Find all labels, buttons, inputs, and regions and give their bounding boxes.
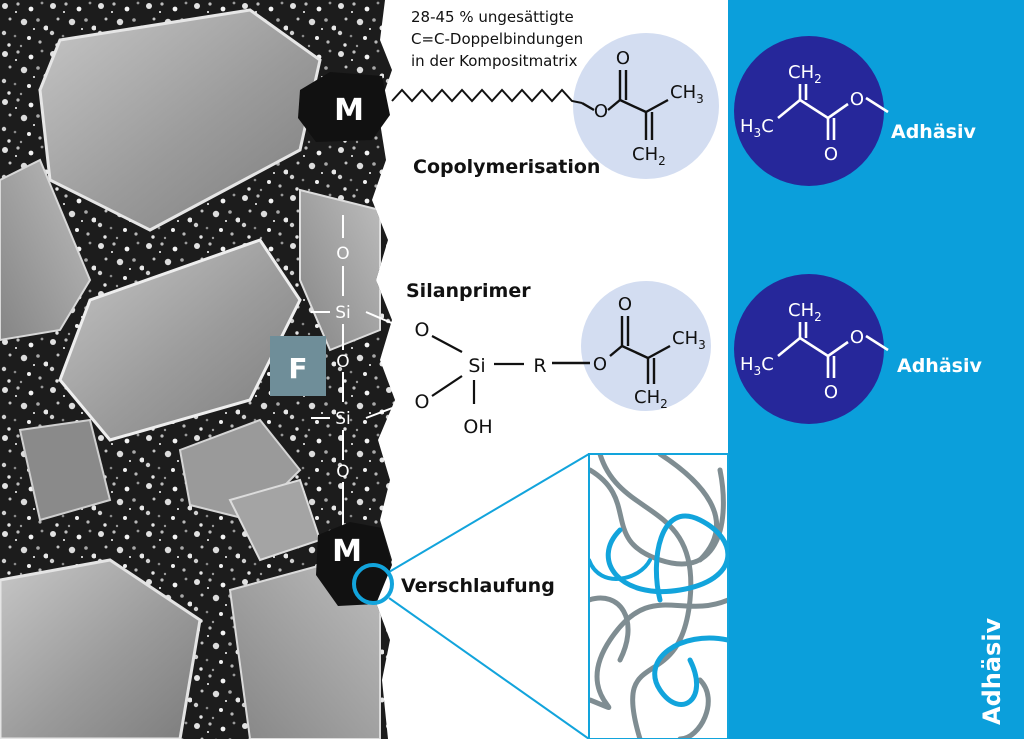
unsaturated-bonds-line-1: 28-45 % ungesättigte [411, 8, 574, 26]
matrix-marker-bottom-label: M [332, 534, 362, 569]
ester-oxygen-middle: O [593, 354, 607, 375]
entanglement-inset [588, 453, 729, 739]
methacrylate-middle [552, 316, 671, 384]
methylene-middle: CH2 [634, 387, 668, 411]
adhesive-methylene-top: CH2 [788, 62, 822, 86]
filler-marker-label: F [288, 352, 307, 385]
backbone-silicon-2: Si [335, 409, 351, 429]
primer-oxygen-upper: O [415, 319, 430, 341]
carbonyl-oxygen-top: O [616, 48, 630, 69]
adhesive-methyl-middle: H3C [740, 354, 774, 378]
hydrocarbon-chain [391, 88, 583, 104]
adhesive-carbonyl-oxygen-top: O [824, 144, 838, 165]
silanprimer-label: Silanprimer [406, 280, 531, 302]
filler-marker [270, 336, 326, 396]
backbone-oxygen-2: O [336, 352, 349, 372]
adhesive-methyl-top: H3C [740, 116, 774, 140]
adhesive-skeleton-top [777, 84, 889, 140]
adhesive-label-vertical: Adhäsiv [978, 617, 1006, 725]
silane-backbone [311, 215, 409, 530]
copolymerisation-label: Copolymerisation [413, 156, 600, 178]
matrix-marker-top-label: M [334, 93, 364, 128]
primer-silicon: Si [468, 355, 485, 377]
adhesive-ester-oxygen-middle: O [850, 327, 864, 348]
verschlaufung-label: Verschlaufung [401, 575, 555, 597]
adhesive-methylene-middle: CH2 [788, 300, 822, 324]
methyl-top: CH3 [670, 82, 704, 106]
backbone-oxygen-1: O [336, 244, 349, 264]
carbonyl-oxygen-middle: O [618, 294, 632, 315]
unsaturated-bonds-line-2: C=C-Doppelbindungen [411, 30, 583, 48]
backbone-silicon-1: Si [335, 303, 351, 323]
silane-bonds [431, 335, 524, 404]
primer-oxygen-lower: O [415, 391, 430, 413]
backbone-oxygen-3: O [336, 462, 349, 482]
unsaturated-bonds-line-3: in der Kompositmatrix [411, 52, 578, 70]
matrix-marker-top [298, 72, 390, 142]
adhesive-monomer-middle [734, 274, 884, 424]
matrix-marker-bottom [316, 522, 392, 606]
adhesive-label-middle: Adhäsiv [897, 355, 982, 377]
methyl-middle: CH3 [672, 328, 706, 352]
adhesive-monomer-top [734, 36, 884, 186]
zoom-line-upper [388, 453, 590, 573]
methylene-top: CH2 [632, 144, 666, 168]
methacrylate-top [581, 70, 669, 140]
adhesive-carbonyl-oxygen-middle: O [824, 382, 838, 403]
zoom-line-lower [388, 597, 590, 739]
adhesive-skeleton-middle [777, 322, 889, 378]
ester-oxygen-top: O [594, 101, 608, 122]
primer-r-group: R [533, 355, 546, 377]
methacrylate-highlight-middle [581, 281, 711, 411]
adhesive-label-top: Adhäsiv [891, 121, 976, 143]
entanglement-magnifier [352, 563, 394, 605]
methacrylate-highlight-top [573, 33, 719, 179]
primer-hydroxyl: OH [463, 416, 492, 438]
adhesive-ester-oxygen-top: O [850, 89, 864, 110]
